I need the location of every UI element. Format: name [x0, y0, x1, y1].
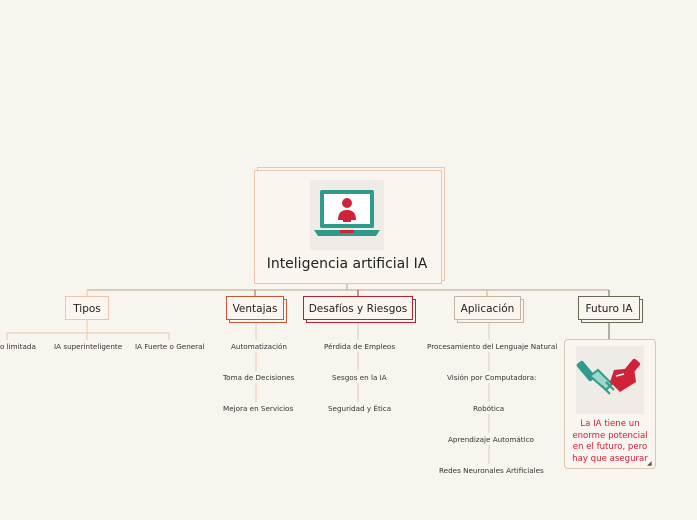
branch-node-aplicacion[interactable]: Aplicación [454, 296, 521, 320]
presenter-laptop-icon [310, 180, 384, 250]
branch-node-tipos[interactable]: Tipos [65, 296, 109, 320]
branch-node-desafios[interactable]: Desafíos y Riesgos [303, 296, 413, 320]
leaf-ventajas-3[interactable]: Mejora en Servicios [223, 404, 294, 413]
leaf-ventajas-1[interactable]: Automatización [231, 342, 287, 351]
leaf-aplicacion-5[interactable]: Redes Neuronales Artificiales [439, 466, 544, 475]
resize-corner-icon[interactable]: ◢ [647, 460, 652, 467]
leaf-tipos-2[interactable]: IA superinteligente [54, 342, 123, 351]
root-title: Inteligencia artificial IA [266, 256, 428, 272]
leaf-desafios-1[interactable]: Pérdida de Empleos [324, 342, 396, 351]
leaf-aplicacion-3[interactable]: Robótica [473, 404, 505, 413]
leaf-tipos-3[interactable]: IA Fuerte o General [135, 342, 205, 351]
futuro-note-text: La IA tiene un enorme potencial en el fu… [572, 419, 648, 464]
leaf-desafios-3[interactable]: Seguridad y Ética [328, 404, 392, 413]
branch-node-ventajas[interactable]: Ventajas [226, 296, 284, 320]
leaf-tipos-1[interactable]: o limitada [0, 342, 36, 351]
leaf-aplicacion-1[interactable]: Procesamiento del Lenguaje Natural [427, 342, 558, 351]
leaf-desafios-2[interactable]: Sesgos en la IA [332, 373, 387, 382]
leaf-aplicacion-2[interactable]: Visión por Computadora: [447, 373, 537, 382]
leaf-ventajas-2[interactable]: Toma de Decisiones [223, 373, 295, 382]
leaf-aplicacion-4[interactable]: Aprendizaje Automático [448, 435, 534, 444]
branch-node-futuro[interactable]: Futuro IA [578, 296, 640, 320]
robot-handshake-icon [576, 346, 644, 414]
